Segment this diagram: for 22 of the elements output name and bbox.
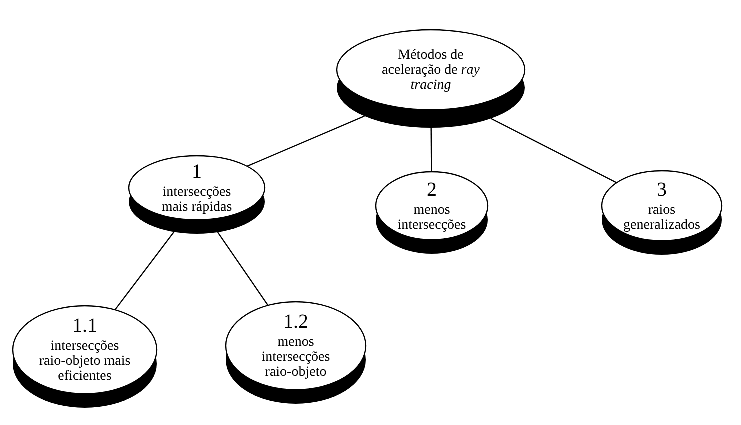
ellipse-node: [12, 305, 158, 409]
node-number: 1: [192, 162, 202, 182]
ellipse-node: [601, 170, 723, 256]
connector-line: [114, 232, 175, 310]
ellipse-node: [375, 171, 489, 255]
node-label: Métodos de aceleração de ray tracing: [381, 48, 481, 92]
ellipse-node: [128, 155, 266, 235]
connector-line: [217, 232, 269, 306]
node-label: menos intersecções: [396, 202, 468, 232]
connector-line: [247, 116, 365, 168]
node-label: menos intersecções raio-objeto: [260, 335, 332, 380]
node-label: intersecções mais rápidas: [160, 184, 234, 214]
node-number: 1.1: [72, 316, 98, 336]
node-label: intersecções raio-objeto mais eficientes: [38, 339, 132, 384]
node-label: raios generalizados: [622, 202, 702, 232]
node-number: 3: [657, 180, 667, 200]
node-number: 2: [427, 180, 437, 200]
ellipse-node: [225, 301, 367, 405]
connector-line: [490, 118, 618, 184]
node-number: 1.2: [284, 312, 308, 332]
connector-line: [430, 128, 432, 172]
ellipse-node: [336, 29, 526, 129]
